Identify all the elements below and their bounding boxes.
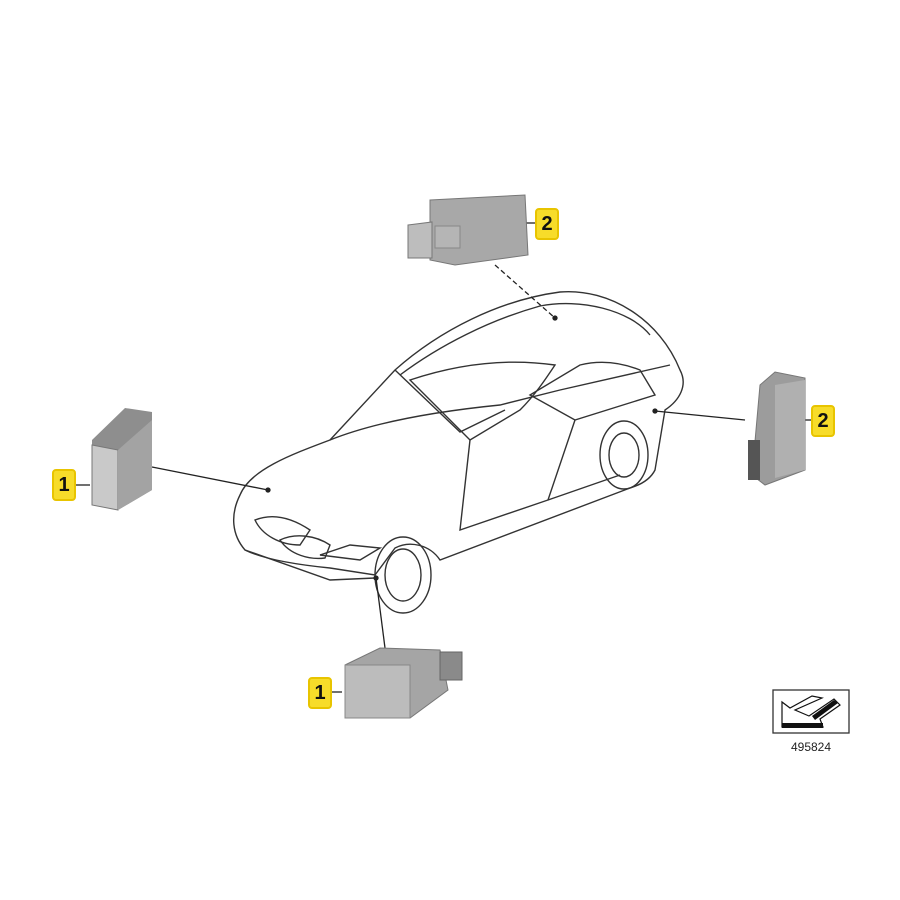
module-bottom (344, 647, 463, 719)
reference-number: 495824 (790, 740, 832, 754)
orientation-arrow-icon (772, 689, 850, 734)
module-left (91, 408, 152, 511)
module-top (407, 194, 529, 266)
callout-1-left[interactable]: 1 (52, 469, 76, 501)
car-outline (233, 291, 684, 614)
callout-1-bottom[interactable]: 1 (308, 677, 332, 709)
leader-lines (76, 222, 811, 693)
module-right (748, 371, 806, 486)
callout-2-top[interactable]: 2 (535, 208, 559, 240)
callout-2-right[interactable]: 2 (811, 405, 835, 437)
